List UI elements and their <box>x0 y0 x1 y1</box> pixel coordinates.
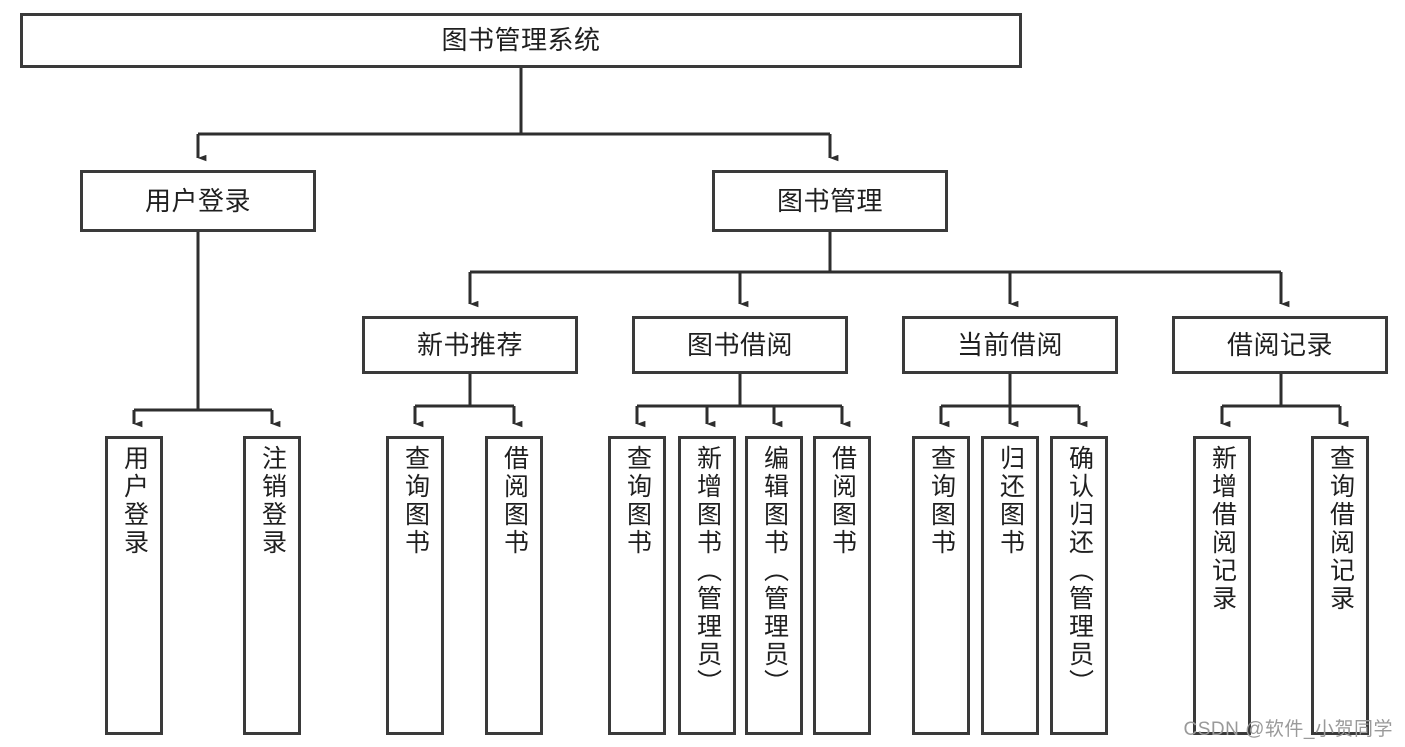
leaf-query-book-1[interactable]: 查询图书 <box>386 436 444 735</box>
leaf-add-borrow-record-label: 新增借阅记录 <box>1208 445 1237 613</box>
node-new-book-recommend[interactable]: 新书推荐 <box>362 316 578 374</box>
leaf-borrow-book-1[interactable]: 借阅图书 <box>485 436 543 735</box>
leaf-query-book-3-label: 查询图书 <box>927 445 956 557</box>
csdn-watermark: CSDN @软件_小贺同学 <box>1183 719 1393 740</box>
leaf-borrow-book-1-label: 借阅图书 <box>500 445 529 557</box>
leaf-query-book-3[interactable]: 查询图书 <box>912 436 970 735</box>
leaf-edit-book-label: 编辑图书（管理员） <box>760 445 789 697</box>
leaf-query-book-2[interactable]: 查询图书 <box>608 436 666 735</box>
node-book-management-label: 图书管理 <box>776 185 883 216</box>
leaf-query-book-1-label: 查询图书 <box>401 445 430 557</box>
leaf-logout-login-label: 注销登录 <box>258 445 287 557</box>
node-new-book-recommend-label: 新书推荐 <box>416 329 523 360</box>
node-borrow-record[interactable]: 借阅记录 <box>1172 316 1388 374</box>
leaf-query-borrow-record[interactable]: 查询借阅记录 <box>1311 436 1369 735</box>
node-user-login[interactable]: 用户登录 <box>80 170 316 232</box>
leaf-user-login[interactable]: 用户登录 <box>105 436 163 735</box>
leaf-edit-book[interactable]: 编辑图书（管理员） <box>745 436 803 735</box>
node-current-borrow[interactable]: 当前借阅 <box>902 316 1118 374</box>
node-user-login-label: 用户登录 <box>144 185 251 216</box>
leaf-confirm-return-label: 确认归还（管理员） <box>1065 445 1094 697</box>
leaf-add-book[interactable]: 新增图书（管理员） <box>678 436 736 735</box>
node-current-borrow-label: 当前借阅 <box>956 329 1063 360</box>
leaf-borrow-book-2[interactable]: 借阅图书 <box>813 436 871 735</box>
leaf-query-book-2-label: 查询图书 <box>623 445 652 557</box>
leaf-add-borrow-record[interactable]: 新增借阅记录 <box>1193 436 1251 735</box>
node-root-label: 图书管理系统 <box>441 25 601 56</box>
leaf-return-book[interactable]: 归还图书 <box>981 436 1039 735</box>
node-borrow-record-label: 借阅记录 <box>1226 329 1333 360</box>
leaf-return-book-label: 归还图书 <box>996 445 1025 557</box>
leaf-confirm-return[interactable]: 确认归还（管理员） <box>1050 436 1108 735</box>
leaf-query-borrow-record-label: 查询借阅记录 <box>1326 445 1355 613</box>
node-root[interactable]: 图书管理系统 <box>20 13 1022 68</box>
node-book-borrow[interactable]: 图书借阅 <box>632 316 848 374</box>
leaf-borrow-book-2-label: 借阅图书 <box>828 445 857 557</box>
leaf-user-login-label: 用户登录 <box>120 445 149 557</box>
leaf-add-book-label: 新增图书（管理员） <box>693 445 722 697</box>
node-book-management[interactable]: 图书管理 <box>712 170 948 232</box>
node-book-borrow-label: 图书借阅 <box>686 329 793 360</box>
leaf-logout-login[interactable]: 注销登录 <box>243 436 301 735</box>
